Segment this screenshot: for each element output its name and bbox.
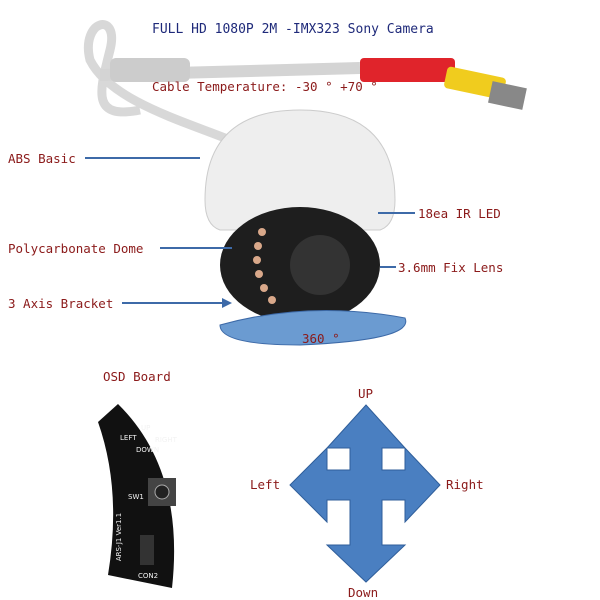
direction-left-label: Left xyxy=(250,477,281,492)
lens-label: 3.6mm Fix Lens xyxy=(398,260,504,275)
bracket-label: 3 Axis Bracket xyxy=(8,296,114,311)
dome-label: Polycarbonate Dome xyxy=(8,241,144,256)
dome-housing xyxy=(204,109,396,231)
osd-board xyxy=(98,404,175,588)
board-text-left: LEFT xyxy=(120,434,137,442)
connector-gray xyxy=(110,58,190,82)
abs-basic-label: ABS Basic xyxy=(8,151,76,166)
ir-led-label: 18ea IR LED xyxy=(418,206,501,221)
board-text-right: RIGHT xyxy=(155,436,177,444)
board-text-down: DOWN xyxy=(136,446,160,454)
cable xyxy=(83,20,232,145)
direction-down-label: Down xyxy=(348,585,379,600)
rotation-arrow xyxy=(219,309,407,346)
board-text-con2: CON2 xyxy=(138,572,159,580)
product-title: FULL HD 1080P 2M -IMX323 Sony Camera xyxy=(152,22,434,37)
direction-up-label: UP xyxy=(358,386,374,401)
direction-right-label: Right xyxy=(446,477,484,492)
board-text-up: UP xyxy=(141,424,151,432)
osd-board-label: OSD Board xyxy=(103,369,171,384)
board-text-version: ARS-J1 Ver1.1 xyxy=(115,512,124,562)
connector-yellow xyxy=(444,66,506,100)
rotation-label: 360 ° xyxy=(302,331,340,346)
direction-cross xyxy=(289,404,441,583)
board-text-sw1: SW1 xyxy=(128,493,144,501)
bnc-connector xyxy=(488,81,527,110)
connector-red xyxy=(360,58,455,82)
cable-temperature-label: Cable Temperature: -30 ° +70 ° xyxy=(152,79,378,94)
